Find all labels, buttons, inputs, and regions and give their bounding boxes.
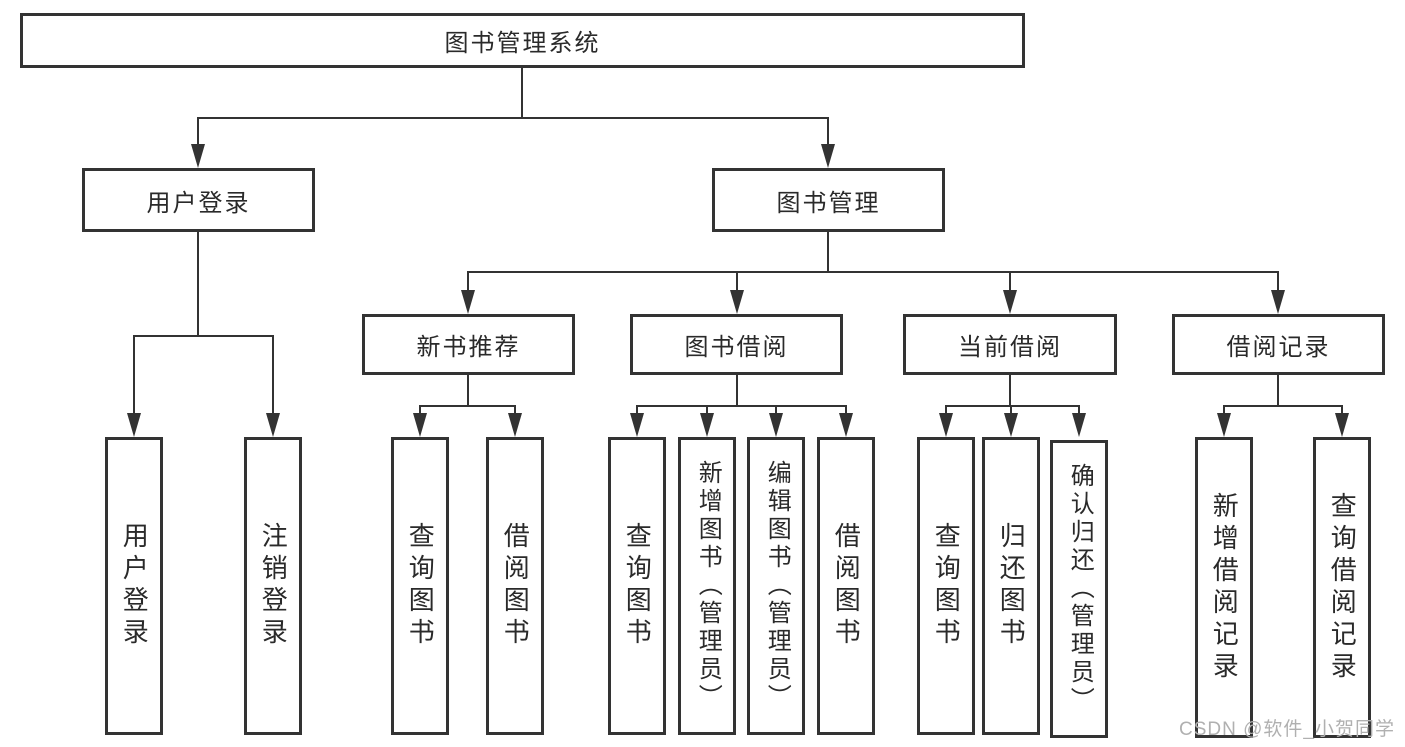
leaf-label: 新增图书（管理员） [694,460,722,712]
node-label: 新书推荐 [416,334,521,361]
leaf-label: 编辑图书（管理员） [763,460,791,712]
node-library-management-system: 图书管理系统 [20,13,1025,68]
leaf-label: 确认归还（管理员） [1066,463,1094,715]
node-new-book-recommend: 新书推荐 [362,314,575,375]
leaf-query-books-recommend: 查询图书 [391,437,449,735]
connector-borrowing-records-group [1223,375,1343,420]
leaf-return-book: 归还图书 [982,437,1040,735]
connector-new-book-group [419,375,516,420]
node-label: 图书借阅 [684,334,789,361]
leaf-edit-book-admin: 编辑图书（管理员） [747,437,805,735]
node-current-borrowing: 当前借阅 [903,314,1117,375]
leaf-borrow-books-borrowing: 借阅图书 [817,437,875,735]
node-label: 图书管理 [776,189,881,217]
connector-root-to-level2 [197,68,829,150]
leaf-borrow-books-recommend: 借阅图书 [486,437,544,735]
leaf-label: 注销登录 [258,522,289,650]
leaf-add-book-admin: 新增图书（管理员） [678,437,736,735]
leaf-label: 借阅图书 [500,522,531,650]
node-book-management: 图书管理 [712,168,945,232]
leaf-label: 查询图书 [405,522,436,650]
leaf-query-books-current: 查询图书 [917,437,975,735]
leaf-query-books-borrowing: 查询图书 [608,437,666,735]
node-label: 用户登录 [146,189,251,217]
csdn-watermark: CSDN @软件_小贺同学 [1179,719,1395,740]
leaf-query-borrow-record: 查询借阅记录 [1313,437,1371,738]
leaf-label: 归还图书 [996,522,1027,650]
node-label: 当前借阅 [958,334,1062,361]
connector-book-management-group [467,232,1279,297]
leaf-label: 查询借阅记录 [1327,491,1358,684]
leaf-confirm-return-admin: 确认归还（管理员） [1050,440,1108,738]
leaf-label: 借阅图书 [831,522,862,650]
leaf-label: 查询图书 [931,522,962,650]
connector-user-login-group [133,232,274,420]
leaf-label: 新增借阅记录 [1209,491,1240,684]
node-borrowing-records: 借阅记录 [1172,314,1385,375]
arrowheads [127,144,1349,437]
leaf-logout: 注销登录 [244,437,302,735]
node-label: 图书管理系统 [444,30,601,57]
leaf-label: 用户登录 [119,522,150,650]
node-user-login: 用户登录 [82,168,315,232]
connector-book-borrowing-group [636,375,847,420]
node-book-borrowing: 图书借阅 [630,314,843,375]
leaf-user-login: 用户登录 [105,437,163,735]
leaf-add-borrow-record: 新增借阅记录 [1195,437,1253,738]
leaf-label: 查询图书 [622,522,653,650]
node-label: 借阅记录 [1226,334,1331,361]
